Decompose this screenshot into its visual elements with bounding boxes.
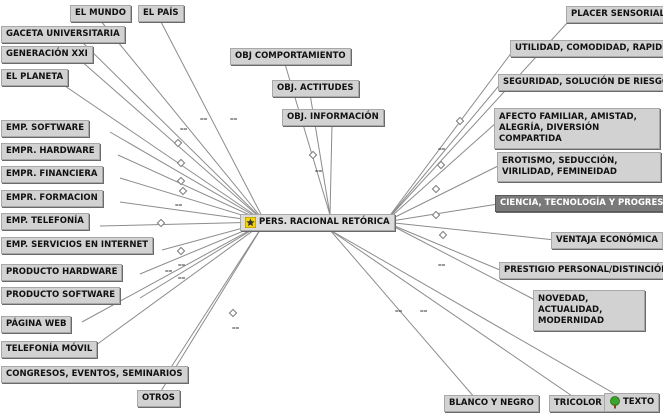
node-label: CONGRESOS, EVENTOS, SEMINARIOS	[6, 369, 183, 379]
node-label: EROTISMO, SEDUCCIÓN, VIRILIDAD, FEMINEID…	[502, 156, 618, 177]
edge-label: ==	[438, 146, 446, 153]
node-label: UTILIDAD, COMODIDAD, RAPIDEZ	[515, 43, 663, 53]
node-emp-software[interactable]: EMP. SOFTWARE	[1, 120, 89, 137]
node-label: AFECTO FAMILIAR, AMISTAD, ALEGRÍA, DIVER…	[499, 112, 637, 144]
node-label: EMPR. FORMACION	[6, 193, 98, 203]
node-ciencia-tecnologia[interactable]: CIENCIA, TECNOLOGÍA Y PROGRESO	[495, 195, 663, 212]
node-afecto-familiar[interactable]: AFECTO FAMILIAR, AMISTAD, ALEGRÍA, DIVER…	[494, 108, 660, 149]
node-empr-hardware[interactable]: EMPR. HARDWARE	[1, 143, 100, 160]
node-label: EMPR. HARDWARE	[6, 146, 95, 156]
node-emp-telefonia[interactable]: EMP. TELEFONÍA	[1, 213, 89, 230]
node-utilidad-comodidad[interactable]: UTILIDAD, COMODIDAD, RAPIDEZ	[510, 40, 663, 57]
node-texto[interactable]: TEXTO	[604, 393, 660, 412]
node-label: PLACER SENSORIAL	[571, 9, 663, 19]
node-label: CIENCIA, TECNOLOGÍA Y PROGRESO	[500, 198, 663, 208]
edge-label: ==	[315, 168, 323, 175]
node-erotismo-seduccion[interactable]: EROTISMO, SEDUCCIÓN, VIRILIDAD, FEMINEID…	[497, 152, 661, 182]
node-label: PRODUCTO HARDWARE	[6, 267, 118, 277]
node-obj-comportamiento[interactable]: OBJ COMPORTAMIENTO	[230, 48, 351, 65]
edge-label: ==	[230, 116, 238, 123]
node-gaceta-universitaria[interactable]: GACETA UNIVERSITARIA	[1, 26, 125, 43]
node-label: OBJ COMPORTAMIENTO	[235, 51, 346, 61]
node-label: PÁGINA WEB	[6, 319, 67, 329]
node-empr-formacion[interactable]: EMPR. FORMACION	[1, 190, 103, 207]
tree-icon	[610, 396, 620, 409]
node-obj-informacion[interactable]: OBJ. INFORMACIÓN	[282, 109, 384, 126]
node-label: SEGURIDAD, SOLUCIÓN DE RIESGOS	[503, 77, 663, 87]
node-label: EMP. SERVICIOS EN INTERNET	[6, 240, 149, 250]
edge-label: ==	[178, 262, 186, 269]
node-placer-sensorial[interactable]: PLACER SENSORIAL	[566, 6, 663, 23]
node-label: GENERACIÓN XXI	[6, 49, 88, 59]
node-el-mundo[interactable]: EL MUNDO	[70, 5, 131, 22]
node-label: VENTAJA ECONÓMICA	[556, 235, 658, 245]
node-label: PRESTIGIO PERSONAL/DISTINCIÓN	[504, 265, 663, 275]
node-label: TEXTO	[623, 397, 655, 407]
node-label: TELEFONÍA MÓVIL	[6, 344, 93, 354]
node-empr-financiera[interactable]: EMPR. FINANCIERA	[1, 166, 103, 183]
node-emp-servicios-internet[interactable]: EMP. SERVICIOS EN INTERNET	[1, 237, 154, 254]
node-obj-actitudes[interactable]: OBJ. ACTITUDES	[272, 80, 359, 97]
node-label: OBJ. ACTITUDES	[277, 83, 354, 93]
edge-label: ==	[438, 262, 446, 269]
node-seguridad-riesgos[interactable]: SEGURIDAD, SOLUCIÓN DE RIESGOS	[498, 74, 663, 91]
node-congresos-eventos[interactable]: CONGRESOS, EVENTOS, SEMINARIOS	[1, 366, 188, 383]
node-label: EL MUNDO	[75, 8, 126, 18]
node-label: GACETA UNIVERSITARIA	[6, 29, 120, 39]
edge-label: ==	[180, 126, 188, 133]
node-pers-racional-retorica[interactable]: PERS. RACIONAL RETÓRICA	[240, 214, 395, 231]
node-otros[interactable]: OTROS	[137, 390, 180, 407]
node-label: PRODUCTO SOFTWARE	[6, 290, 116, 300]
edge-label: ==	[232, 325, 240, 332]
node-telefonia-movil[interactable]: TELEFONÍA MÓVIL	[1, 341, 98, 358]
edge-label: ==	[178, 275, 186, 282]
node-el-pais[interactable]: EL PAÍS	[138, 5, 184, 22]
edge-label: ==	[165, 268, 173, 275]
node-label: EL PLANETA	[6, 72, 64, 82]
node-producto-software[interactable]: PRODUCTO SOFTWARE	[1, 287, 121, 304]
node-label: EMPR. FINANCIERA	[6, 169, 98, 179]
node-label: EMP. TELEFONÍA	[6, 216, 84, 226]
star-icon	[245, 217, 256, 228]
node-label: EMP. SOFTWARE	[6, 123, 84, 133]
node-tricolor[interactable]: TRICOLOR	[549, 395, 607, 412]
node-label: OBJ. INFORMACIÓN	[287, 112, 379, 122]
node-pagina-web[interactable]: PÁGINA WEB	[1, 316, 72, 333]
node-producto-hardware[interactable]: PRODUCTO HARDWARE	[1, 264, 123, 281]
node-label: PERS. RACIONAL RETÓRICA	[259, 217, 390, 227]
node-el-planeta[interactable]: EL PLANETA	[1, 69, 69, 86]
edge-label: ==	[395, 308, 403, 315]
node-prestigio-personal[interactable]: PRESTIGIO PERSONAL/DISTINCIÓN	[499, 262, 663, 279]
edge-label: ==	[175, 202, 183, 209]
node-ventaja-economica[interactable]: VENTAJA ECONÓMICA	[551, 232, 663, 249]
node-label: EL PAÍS	[143, 8, 179, 18]
node-label: TRICOLOR	[554, 398, 602, 408]
node-label: BLANCO Y NEGRO	[449, 398, 534, 408]
node-label: OTROS	[142, 393, 175, 403]
edge-label: ==	[420, 308, 428, 315]
node-generacion-xxi[interactable]: GENERACIÓN XXI	[1, 46, 93, 63]
node-blanco-y-negro[interactable]: BLANCO Y NEGRO	[444, 395, 539, 412]
edge-label: ==	[200, 116, 208, 123]
node-label: NOVEDAD, ACTUALIDAD, MODERNIDAD	[538, 294, 605, 326]
node-novedad-actualidad[interactable]: NOVEDAD, ACTUALIDAD, MODERNIDAD	[533, 290, 645, 331]
